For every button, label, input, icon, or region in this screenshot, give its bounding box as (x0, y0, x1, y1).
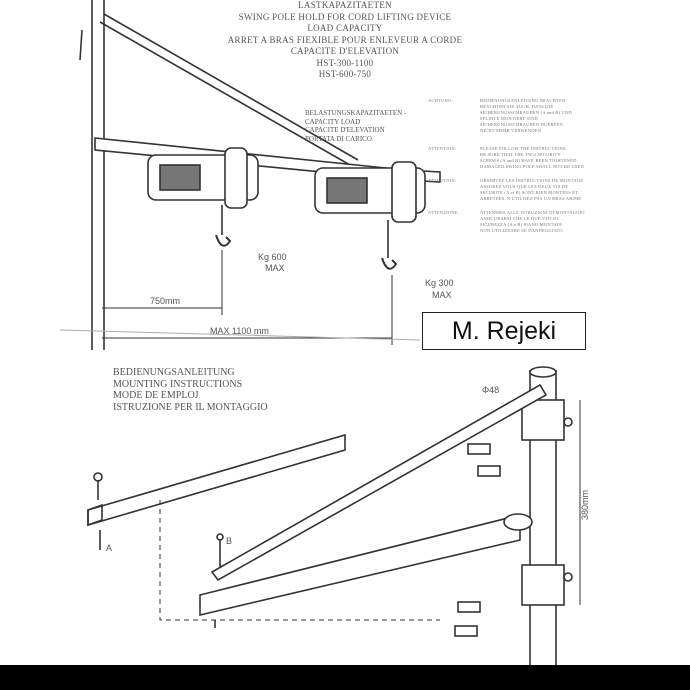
warning-text: BE SURE THAT THE TWO SECURITY (480, 152, 561, 157)
warning-label: ACHTUNG: (428, 98, 453, 103)
label-max-600: MAX (265, 263, 285, 273)
warning-text: ASSICURARSI CHE LE DUE VITI DI (480, 216, 559, 221)
label-b: B (226, 536, 233, 546)
header-line: SWING POLE HOLD FOR CORD LIFTING DEVICE (238, 11, 452, 22)
warning-text: SICHERUNGSSCHRAUBEN (A and B) UND (480, 110, 572, 115)
warning-label: ATTENTION: (428, 178, 457, 183)
lower-pole (521, 366, 581, 665)
warning-it: ATTENZIONE: ATTENERSI ALLE ISTRUZIONI DI… (428, 210, 585, 234)
warning-text: ASSUREZ VOUS QUE LES DEUX VIS DE (480, 184, 569, 189)
label-380mm: 380mm (580, 489, 591, 521)
label-kg300: Kg 300 (425, 278, 454, 288)
warning-text: ARRETEES. N'UTILISEZ PAS UN BRAS ABIME. (480, 196, 583, 201)
mounting-line: MOUNTING INSTRUCTIONS (113, 378, 243, 390)
header-line: HST-300-1100 (316, 57, 374, 68)
lower-arm-a (87, 433, 346, 550)
warning-text: NICHT MEHR VERWENDEN (480, 128, 542, 133)
lower-brace (210, 383, 548, 582)
caption-line: CAPACITY LOAD (305, 117, 361, 126)
dimension-lines (59, 250, 421, 345)
warning-text: SCREWS (A and B) HAVE BEEN TIGHTENED (480, 158, 577, 163)
header-line: LASTKAPAZITAETEN (298, 0, 392, 10)
label-diameter: Φ48 (482, 385, 500, 395)
lower-arm-b (159, 500, 533, 628)
label-750mm: 750mm (150, 296, 181, 306)
warning-label: ATTENTION: (428, 146, 457, 151)
upper-pole (79, 0, 105, 350)
caption-line: PORTATA DI CARICO (305, 134, 372, 143)
warning-text: BEDIENUNGSANLEITUNG BEACHTEN (480, 98, 566, 103)
header-line: LOAD CAPACITY (307, 23, 383, 33)
warning-de: ACHTUNG: BEDIENUNGSANLEITUNG BEACHTEN BE… (428, 98, 572, 134)
warning-text: BEACHTEN SIE AUCH, DASS DIE (480, 104, 554, 109)
warning-text: PLEASE FOLLOW THE INSTRUCTIONS (480, 146, 566, 151)
label-a: A (106, 543, 113, 553)
mounting-line: ISTRUZIONE PER IL MONTAGGIO (113, 401, 268, 413)
bottom-black-band (0, 665, 690, 690)
capacity-caption: BELASTUNGSKAPAZITAETEN - CAPACITY LOAD C… (305, 109, 406, 143)
label-max-300: MAX (432, 290, 452, 300)
mounting-line: BEDIENUNGSANLEITUNG (113, 367, 235, 378)
bolts (454, 417, 573, 637)
warning-text: SICHERUNGSSCHRAUBEN DUERFEN (480, 122, 563, 127)
caption-line: CAPACITE D'ELEVATION (305, 126, 385, 134)
warning-text: ATTENERSI ALLE ISTRUZIONI DI MONTAGGIO (480, 210, 585, 215)
header-line: CAPACITE D'ELEVATION (290, 46, 400, 56)
caption-line: BELASTUNGSKAPAZITAETEN - (305, 109, 407, 117)
mounting-line: MODE DE EMPLOJ (113, 390, 199, 401)
warning-text: SECURITE (A et B) SONT BIEN MONTEES ET (480, 190, 579, 195)
warning-text: SICUREZZA (A e B) SIANO MONTATE (480, 222, 563, 227)
document-header: LASTKAPAZITAETEN SWING POLE HOLD FOR COR… (0, 0, 690, 81)
hoist-600 (147, 147, 259, 247)
warning-text: SPLINTE MONTIERT SIND (480, 116, 538, 121)
upper-brace (99, 13, 359, 166)
header-line: HST-600-750 (318, 69, 372, 79)
label-kg600: Kg 600 (258, 252, 287, 262)
warning-text: DAMAGED SWING POLE SHALL NOT BE USED (480, 164, 584, 169)
warning-label: ATTENZIONE: (428, 210, 460, 215)
mounting-instructions-title: BEDIENUNGSANLEITUNG MOUNTING INSTRUCTION… (113, 367, 268, 413)
label-1100mm: MAX 1100 mm (210, 326, 269, 336)
header-line: ARRET A BRAS FIEXIBLE POUR ENLEVEUR A CO… (227, 34, 463, 45)
warning-fr: ATTENTION: OBSERVEZ LES INSTRUCTIONS DE … (428, 178, 583, 202)
warning-en: ATTENTION: PLEASE FOLLOW THE INSTRUCTION… (428, 146, 584, 170)
warning-text: OBSERVEZ LES INSTRUCTIONS DE MONTAGE (480, 178, 584, 183)
hoist-300 (314, 161, 426, 270)
warning-text: NON UTILIZZARE SE DANNEGGIATO (480, 228, 563, 233)
brand-watermark: M. Rejeki (422, 312, 586, 350)
